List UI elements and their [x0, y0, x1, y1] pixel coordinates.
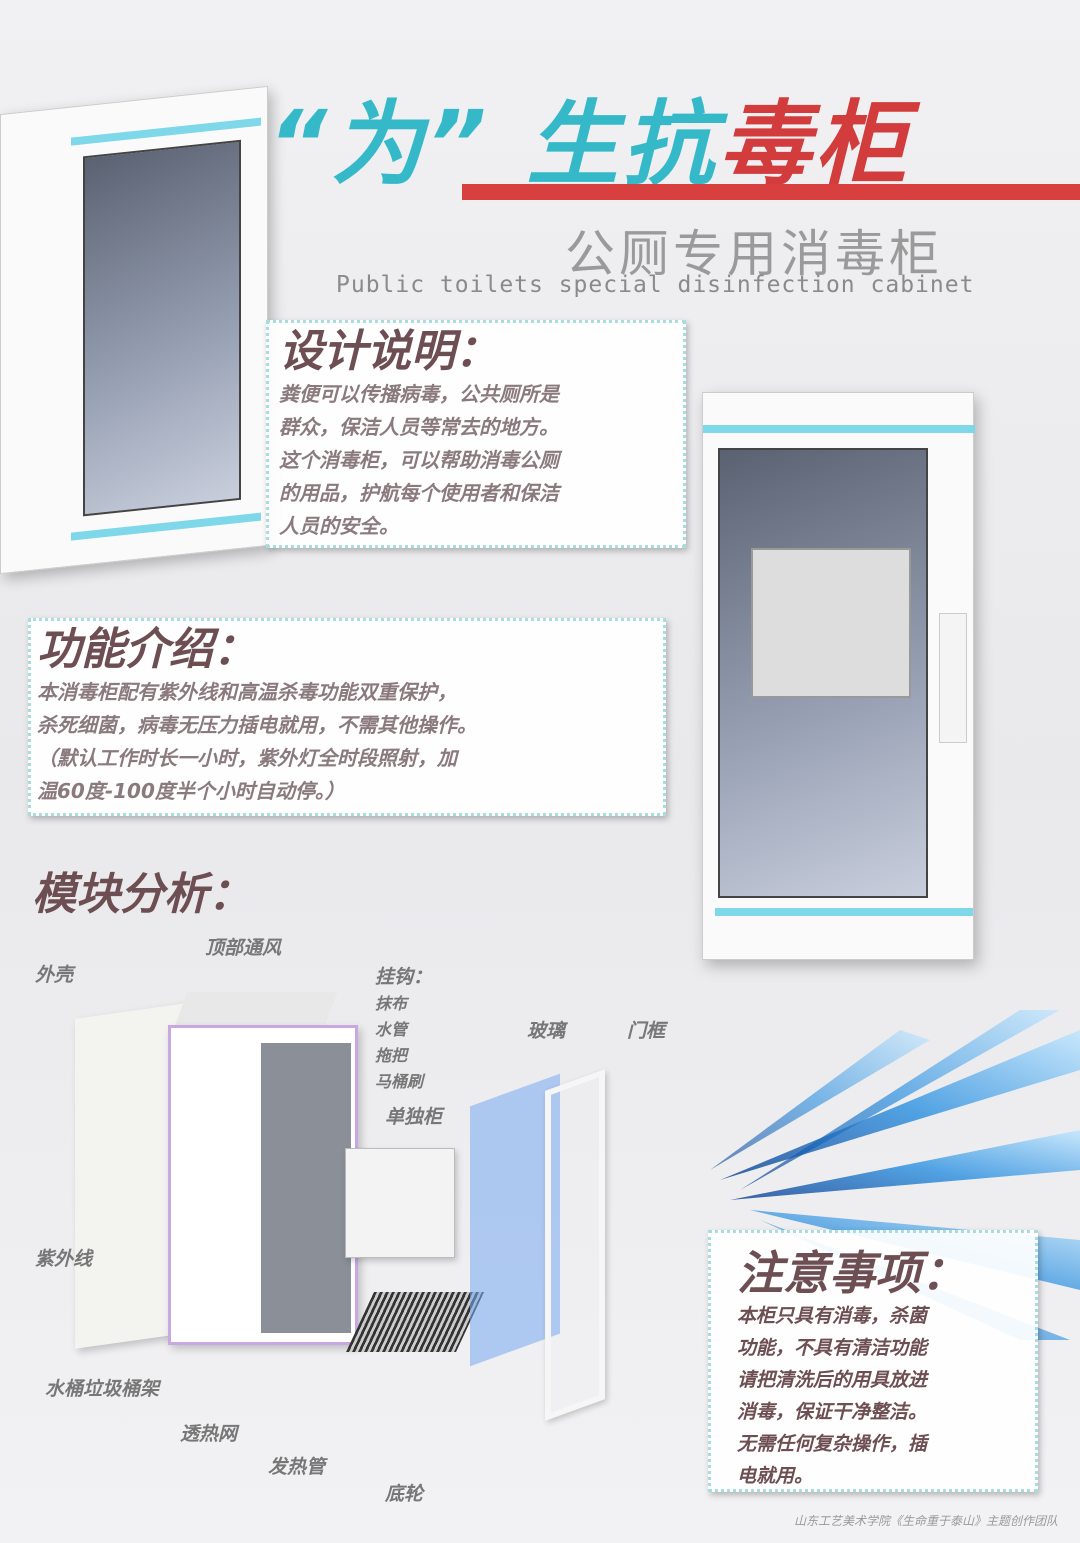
label-pipe: 水管	[375, 1020, 408, 1039]
exploded-single-cabinet	[345, 1148, 455, 1258]
label-shell: 外壳	[35, 964, 74, 986]
label-glass: 玻璃	[527, 1020, 566, 1042]
function-line: 本消毒柜配有紫外线和高温杀毒功能双重保护，	[37, 679, 457, 704]
design-line: 人员的安全。	[279, 513, 399, 538]
function-intro-box: 功能介绍： 本消毒柜配有紫外线和高温杀毒功能双重保护， 杀死细菌，病毒无压力插电…	[28, 618, 666, 816]
label-rack: 水桶垃圾桶架	[45, 1378, 160, 1400]
function-heading: 功能介绍：	[37, 624, 257, 675]
cabinet-render-right	[702, 392, 975, 960]
exploded-door-frame	[545, 1069, 605, 1421]
label-wheel: 底轮	[385, 1483, 424, 1505]
label-hooks: 挂钩：	[375, 966, 433, 988]
label-uv: 紫外线	[35, 1248, 93, 1270]
label-single-cabinet: 单独柜	[385, 1106, 443, 1128]
exploded-mesh	[346, 1292, 484, 1352]
subtitle-english: Public toilets special disinfection cabi…	[336, 272, 975, 298]
notice-line: 无需任何复杂操作，插	[737, 1432, 928, 1455]
label-mop: 拖把	[375, 1046, 408, 1065]
design-line: 粪便可以传播病毒，公共厕所是	[279, 381, 559, 406]
function-line: （默认工作时长一小时，紫外灯全时段照射，加	[37, 745, 457, 770]
design-description-box: 设计说明： 粪便可以传播病毒，公共厕所是 群众，保洁人员等常去的地方。 这个消毒…	[266, 320, 686, 548]
label-mesh: 透热网	[180, 1423, 238, 1445]
design-line: 的用品，护航每个使用者和保洁	[279, 480, 559, 505]
function-line: 温60度-100度半个小时自动停。）	[37, 778, 345, 803]
exploded-inner-frame	[168, 1025, 358, 1345]
poster-title: “为” 生抗毒柜	[268, 91, 911, 198]
label-door-frame: 门框	[627, 1020, 666, 1042]
function-line: 杀死细菌，病毒无压力插电就用，不需其他操作。	[37, 712, 477, 737]
notice-heading: 注意事项：	[737, 1246, 967, 1300]
title-underline	[462, 184, 1080, 200]
footer-credit: 山东工艺美术学院《生命重于泰山》主题创作团队	[793, 1514, 1058, 1528]
label-brush: 马桶刷	[375, 1072, 424, 1091]
cabinet-render-top-left	[0, 85, 268, 575]
module-heading: 模块分析：	[32, 869, 252, 920]
notice-line: 功能，不具有清洁功能	[737, 1336, 928, 1359]
subtitle: 公厕专用消毒柜	[565, 225, 943, 283]
notice-line: 请把清洗后的用具放进	[737, 1368, 928, 1391]
notice-line: 消毒，保证干净整洁。	[737, 1400, 928, 1423]
label-rag: 抹布	[375, 994, 408, 1013]
design-line: 这个消毒柜，可以帮助消毒公厕	[279, 447, 559, 472]
notice-line: 电就用。	[737, 1464, 814, 1487]
notice-line: 本柜只具有消毒，杀菌	[737, 1304, 928, 1327]
label-top-vent: 顶部通风	[205, 937, 282, 959]
design-line: 群众，保洁人员等常去的地方。	[279, 414, 559, 439]
design-heading: 设计说明：	[279, 326, 499, 377]
notice-box: 注意事项： 本柜只具有消毒，杀菌 功能，不具有清洁功能 请把清洗后的用具放进 消…	[708, 1230, 1038, 1492]
label-heater: 发热管	[268, 1456, 326, 1478]
